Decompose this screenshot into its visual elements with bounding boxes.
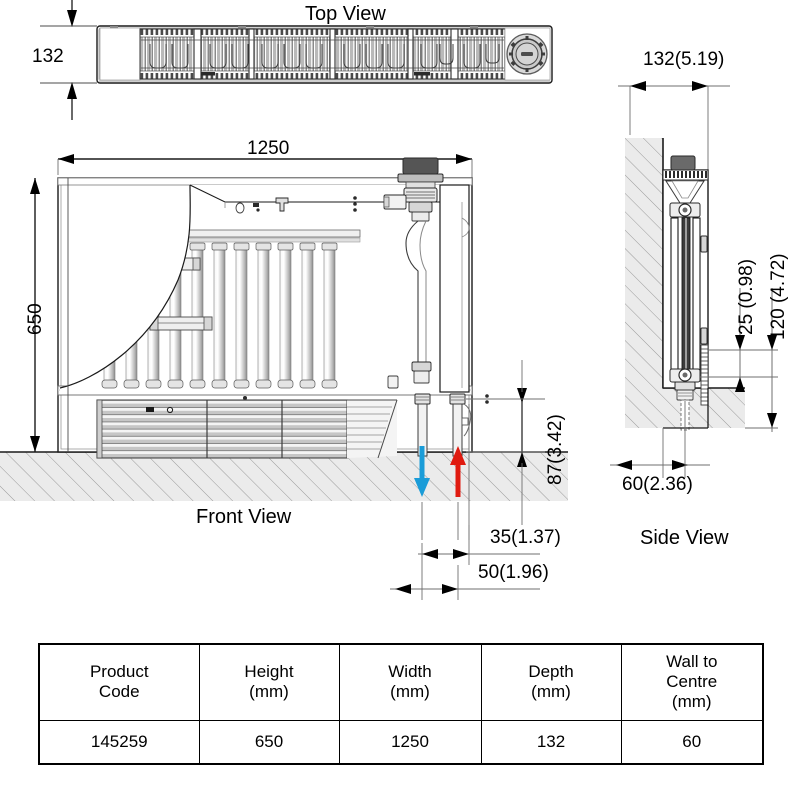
dim-line-50 (390, 565, 540, 600)
spec-cell-product-code: 145259 (38, 719, 200, 765)
cutaway-boundary (59, 184, 191, 389)
side-mounting-clips (700, 235, 708, 345)
spec-cell-depth: 132 (480, 719, 622, 765)
front-lower-grille (96, 399, 398, 459)
dim-side-offsets (700, 288, 778, 432)
front-view-group: 1250 650 87(3.42) Front View (0, 130, 600, 540)
side-view-group: 132(5.19) 25 (0.98) 120 (4.72) 60(2.36) … (600, 40, 800, 560)
dim-line-35 (418, 525, 540, 565)
dim-label-front-height: 650 (25, 303, 46, 335)
spec-table-body: 145259 650 1250 132 60 (38, 719, 764, 765)
pipe-offset-dimensions-group: 35(1.37) 50(1.96) (390, 525, 610, 605)
side-lower-coupling (669, 368, 701, 383)
flow-down-arrow (414, 446, 430, 497)
dim-label-side-large-offset: 120 (4.72) (768, 253, 789, 340)
dim-label-pipe-offset-outer: 50(1.96) (478, 562, 549, 583)
front-top-valve-assembly (383, 157, 444, 366)
top-view-control-knob (506, 33, 548, 75)
side-panel-section (670, 217, 701, 382)
top-view-fin-array (139, 28, 506, 80)
dim-label-pipe-height: 87(3.42) (545, 414, 566, 485)
dim-label-side-small-offset: 25 (0.98) (736, 258, 757, 335)
side-wall-hatch (625, 138, 663, 428)
dim-top-depth (40, 25, 97, 84)
dim-label-top-depth: 132 (32, 46, 64, 67)
dim-label-side-depth: 132(5.19) (643, 49, 725, 70)
dim-side-depth (618, 81, 730, 175)
spec-header-depth: Depth(mm) (480, 643, 622, 721)
table-row: 145259 650 1250 132 60 (38, 719, 764, 765)
side-top-cap (662, 155, 709, 204)
top-view-title: Top View (305, 3, 386, 25)
dim-front-height (30, 178, 40, 452)
spec-cell-height: 650 (198, 719, 340, 765)
dim-label-pipe-offset-inner: 35(1.37) (490, 527, 561, 548)
dim-side-wall-to-centre (610, 400, 710, 478)
top-view-drawing (40, 0, 553, 120)
front-view-label: Front View (196, 506, 292, 528)
floor-hatch (0, 452, 568, 502)
return-up-arrow (450, 446, 466, 497)
spec-header-width: Width(mm) (338, 643, 482, 721)
side-view-label: Side View (640, 527, 729, 549)
dim-label-side-wall-to-centre: 60(2.36) (622, 474, 693, 495)
front-bottom-valve-assembly (211, 361, 489, 457)
side-upper-coupling (669, 202, 701, 218)
spec-cell-width: 1250 (338, 719, 482, 765)
top-view-group: Top View 132 (0, 0, 600, 120)
dim-pipe-height (466, 360, 545, 525)
spec-cell-wall-to-centre: 60 (620, 719, 764, 765)
front-top-accessories (235, 196, 357, 214)
side-view-drawing (610, 81, 778, 478)
dim-label-front-width: 1250 (247, 138, 290, 159)
front-right-end-column (439, 184, 470, 393)
spec-header-height: Height(mm) (198, 643, 340, 721)
front-view-drawing (0, 154, 568, 540)
side-flexible-conduit (700, 344, 709, 406)
